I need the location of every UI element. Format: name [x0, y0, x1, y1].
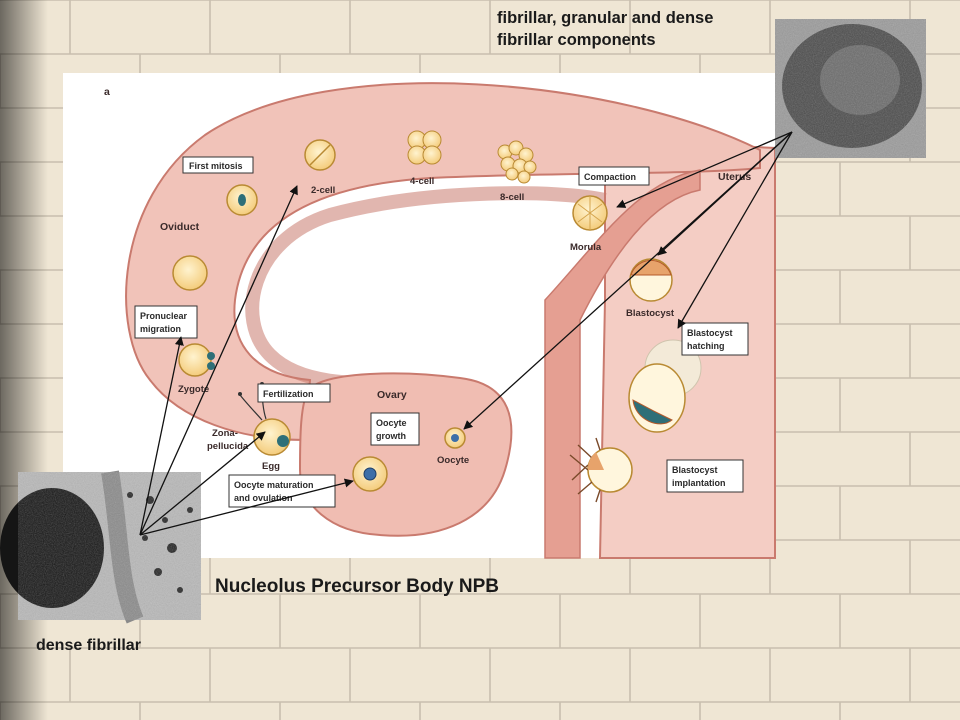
- svg-text:Oocyte maturation: Oocyte maturation: [234, 480, 314, 490]
- oviduct-label: Oviduct: [160, 221, 200, 233]
- arrows-top-right: [463, 131, 793, 430]
- cell-two-cell: [304, 139, 336, 171]
- svg-text:growth: growth: [376, 431, 406, 441]
- callout-blastocyst-implantation: Blastocyst implantation: [666, 459, 744, 493]
- svg-text:migration: migration: [140, 324, 181, 334]
- bottom-caption: dense fibrillar: [36, 637, 141, 654]
- svg-text:Blastocyst: Blastocyst: [672, 465, 718, 475]
- uterus-label: Uterus: [718, 171, 751, 183]
- cell-oviduct-middle: [172, 255, 208, 291]
- eight-cell-label: 8-cell: [500, 192, 524, 203]
- callout-fertilization: Fertilization: [257, 383, 331, 403]
- svg-text:Compaction: Compaction: [584, 172, 636, 182]
- cell-eight-cell: [497, 140, 537, 184]
- svg-text:Blastocyst: Blastocyst: [687, 328, 733, 338]
- arrows-bottom-left: [139, 185, 354, 536]
- blastocyst-label: Blastocyst: [626, 308, 675, 319]
- callout-compaction: Compaction: [578, 166, 650, 186]
- svg-text:First mitosis: First mitosis: [189, 161, 243, 171]
- cell-oocyte-growth: [352, 456, 388, 492]
- cell-oocyte: [444, 427, 466, 449]
- cell-first-mitosis: [226, 184, 258, 216]
- pellucida-label: pellucida: [207, 441, 249, 452]
- oocyte-label: Oocyte: [437, 455, 469, 466]
- ovary: [298, 372, 513, 537]
- zona-label: Zona-: [212, 428, 238, 439]
- zygote-label: Zygote: [178, 384, 209, 395]
- morula-label: Morula: [570, 242, 602, 253]
- cell-egg: [238, 382, 291, 456]
- top-caption: fibrillar, granular and dense fibrillar …: [497, 9, 714, 49]
- egg-label: Egg: [262, 461, 280, 472]
- cell-four-cell: [407, 130, 442, 165]
- oviduct-inner-loop: [245, 186, 607, 390]
- svg-text:hatching: hatching: [687, 341, 725, 351]
- cell-morula: [572, 195, 608, 231]
- svg-text:Fertilization: Fertilization: [263, 389, 314, 399]
- callout-oocyte-growth: Oocyte growth: [370, 412, 420, 446]
- svg-text:implantation: implantation: [672, 478, 726, 488]
- cell-blastocyst: [629, 258, 673, 302]
- ovary-label: Ovary: [377, 389, 407, 401]
- svg-text:Oocyte: Oocyte: [376, 418, 407, 428]
- callout-pronuclear: Pronuclear migration: [134, 305, 198, 339]
- two-cell-label: 2-cell: [311, 185, 335, 196]
- cell-zygote: [178, 343, 215, 377]
- callout-blastocyst-hatching: Blastocyst hatching: [681, 322, 749, 356]
- micrograph-top-right: [775, 19, 926, 158]
- npb-title: Nucleolus Precursor Body NPB: [215, 576, 500, 597]
- svg-text:and ovulation: and ovulation: [234, 493, 293, 503]
- callout-oocyte-maturation: Oocyte maturation and ovulation: [228, 474, 336, 508]
- callout-first-mitosis: First mitosis: [182, 156, 254, 174]
- svg-text:Pronuclear: Pronuclear: [140, 311, 188, 321]
- four-cell-label: 4-cell: [410, 176, 434, 187]
- micrograph-bottom-left: [0, 470, 201, 624]
- panel-letter: a: [104, 86, 110, 98]
- cell-implanting-blastocyst: [569, 437, 633, 503]
- oviduct-duct: [544, 169, 701, 559]
